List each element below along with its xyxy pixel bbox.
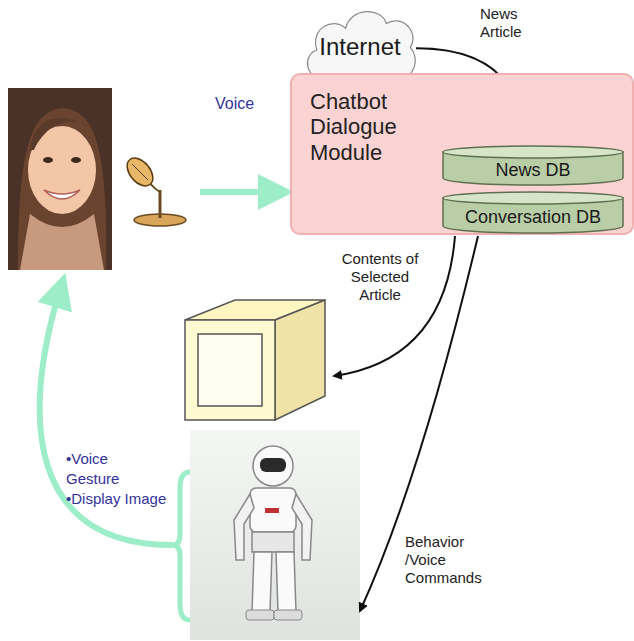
node-text: News DB — [495, 160, 570, 181]
microphone-icon — [122, 153, 186, 226]
node-text: Conversation DB — [465, 207, 601, 228]
node-text: Internet — [319, 33, 400, 61]
database-cylinder: News DB — [442, 145, 624, 185]
output-label: Contents of Selected Article — [330, 250, 430, 304]
output-bracket — [172, 472, 190, 620]
database-cylinder: Conversation DB — [442, 191, 624, 233]
robot-figure — [190, 430, 360, 640]
node-text: Chatbot Dialogue Module — [310, 89, 440, 165]
output-list-item: Gesture — [66, 470, 119, 488]
output-list-item: •Voice — [66, 450, 108, 468]
output-list-item: •Display Image — [66, 490, 166, 508]
voice-arrow — [200, 189, 276, 195]
output-label: Behavior /Voice Commands — [405, 533, 495, 587]
edge-label: News Article — [478, 4, 542, 42]
module-box: Chatbot Dialogue ModuleNews DB Conversati… — [290, 73, 634, 235]
voice-label: Voice — [215, 94, 254, 113]
person-photo — [8, 88, 112, 270]
feedback-arrow — [40, 290, 172, 545]
monitor-icon — [185, 300, 325, 420]
